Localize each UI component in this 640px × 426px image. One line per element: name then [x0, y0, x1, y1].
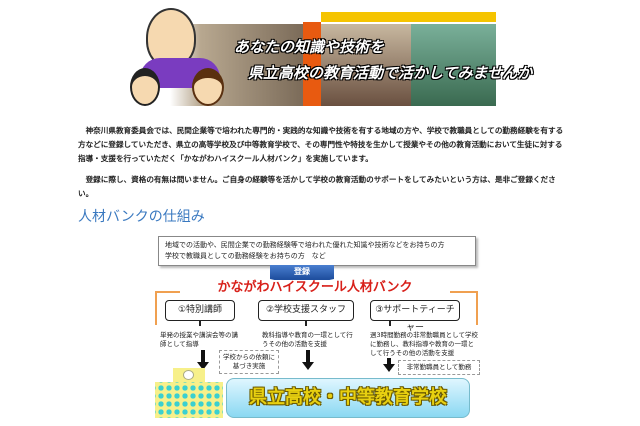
note-part-time: 非常勤職員として勤務: [398, 360, 480, 375]
orange-bar: [303, 22, 321, 106]
role-desc-3: 週3時間勤務の非常勤職員として学校に勤務し、教科指導や教育の一環として行うその他…: [370, 331, 478, 357]
eligible-line-1: 地域での活動や、民間企業での勤務経験等で培われた優れた知識や技術などをお持ちの方: [165, 241, 445, 249]
role-support-teacher: ③サポートティーチャー: [370, 300, 460, 333]
lecture-photo: [411, 24, 496, 106]
note-school-request: 学校からの依頼に基づき実施: [219, 350, 279, 374]
role-support-staff: ②学校支援スタッフ: [258, 300, 354, 321]
student-boy-illustration: [130, 68, 160, 106]
role-desc-2: 教科指導や教育の一環として行うその他の活動を支援: [262, 331, 353, 348]
banner-title-line1: あなたの知識や技術を: [234, 38, 385, 56]
intro-paragraph-1: 神奈川県教育委員会では、民間企業等で培われた専門的・実践的な知識や技術を有する地…: [78, 126, 564, 163]
role-special-lecturer: ①特別講師: [165, 300, 235, 321]
arrow-head-icon: [302, 362, 314, 370]
connector-line: [389, 321, 391, 326]
yellow-bar: [321, 12, 496, 22]
arrow-head-icon: [197, 362, 209, 370]
section-heading: 人材バンクの仕組み: [78, 209, 205, 225]
student-girl-illustration: [192, 68, 224, 106]
students-photo: [321, 24, 411, 106]
banner-title-line2: 県立高校の教育活動で活かしてみませんか: [248, 64, 533, 82]
arrow-head-icon: [383, 364, 395, 372]
connector-line: [305, 321, 307, 326]
bank-title: かながわハイスクール人材バンク: [180, 280, 450, 296]
register-arrow-label: 登録: [270, 265, 334, 279]
eligible-persons-box: 地域での活動や、民間企業での勤務経験等で培われた優れた知識や技術などをお持ちの方…: [158, 236, 476, 266]
arrow-down-icon: [306, 350, 310, 362]
arrow-down-icon: [387, 358, 391, 364]
school-name-banner: 県立高校・中等教育学校: [226, 378, 470, 418]
arrow-down-icon: [201, 350, 205, 362]
header-banner: あなたの知識や技術を 県立高校の教育活動で活かしてみませんか: [130, 8, 532, 106]
role-desc-1: 単発の授業や講演会等の講師として指導: [160, 331, 238, 348]
intro-paragraph-2: 登録に際し、資格の有無は問いません。ご自身の経験等を活かして学校の教育活動のサポ…: [78, 175, 556, 198]
eligible-line-2: 学校で教職員としての勤務経験をお持ちの方 など: [165, 252, 326, 260]
school-building-icon: [155, 368, 223, 418]
connector-line: [199, 321, 201, 326]
